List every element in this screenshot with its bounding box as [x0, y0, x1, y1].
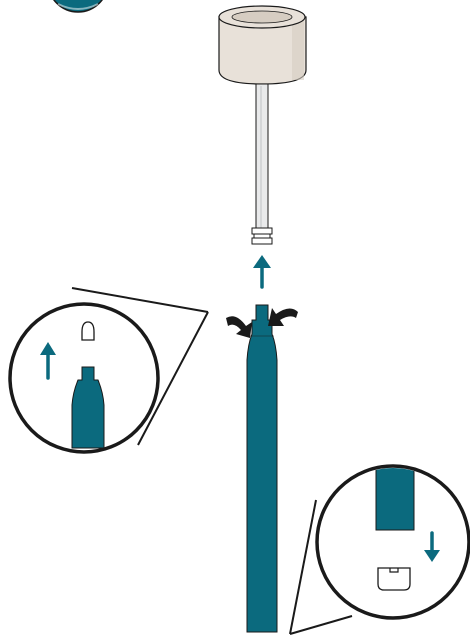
bottom-connection-detail	[289, 464, 470, 635]
step-badge-icon	[53, 0, 103, 13]
rod	[246, 304, 278, 633]
tube	[255, 83, 269, 231]
arrow-down-icon	[424, 531, 440, 562]
cap	[218, 5, 307, 85]
rotate-arrows-icon	[226, 308, 298, 338]
arrow-up-icon	[40, 342, 56, 380]
top-connection-detail	[8, 287, 209, 454]
arrow-up-icon	[253, 255, 271, 289]
tube-connector	[251, 227, 273, 245]
